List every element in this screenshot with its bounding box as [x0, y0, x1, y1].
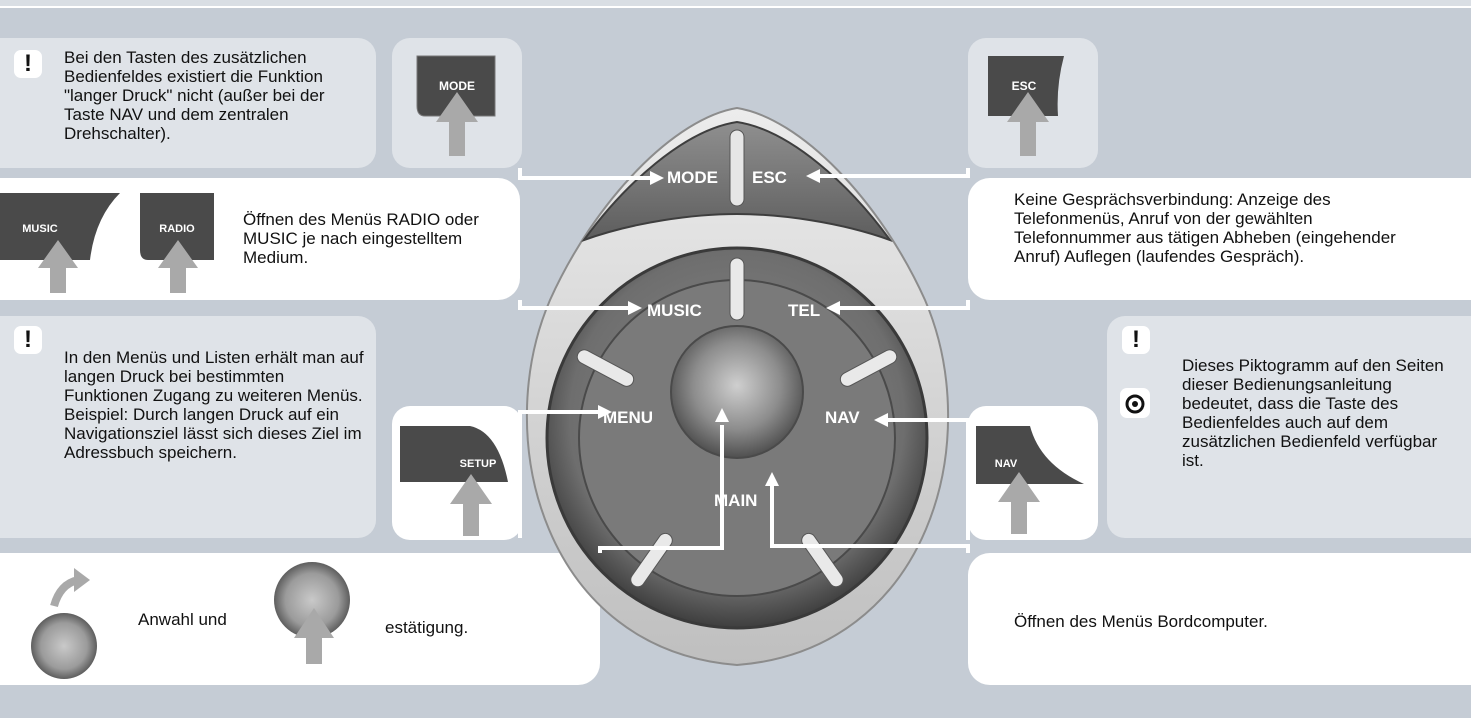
console-label-music: MUSIC	[647, 301, 702, 320]
mode-esc-divider	[730, 130, 744, 206]
console-label-nav: NAV	[825, 408, 860, 427]
console-label-menu: MENU	[603, 408, 653, 427]
console-label-mode: MODE	[667, 168, 718, 187]
console-label-esc: ESC	[752, 168, 787, 187]
central-knob	[671, 326, 803, 458]
console-label-tel: TEL	[788, 301, 820, 320]
